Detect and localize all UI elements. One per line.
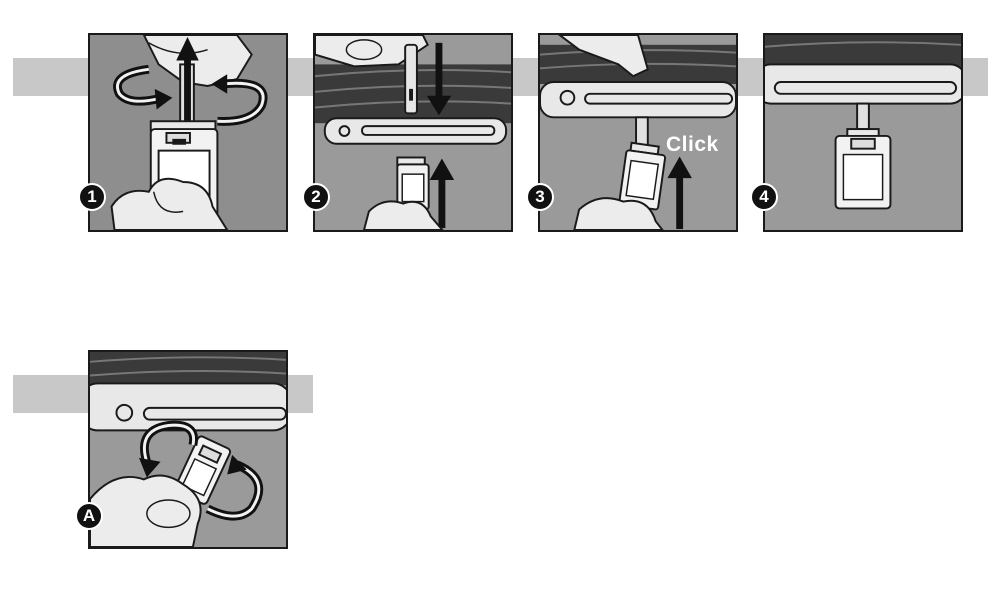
step-1-illustration	[110, 35, 268, 230]
step-2-illustration	[315, 35, 511, 230]
step-a-panel	[88, 350, 288, 549]
step-4-panel	[763, 33, 963, 232]
step-3-panel: Click	[538, 33, 738, 232]
click-label: Click	[666, 133, 719, 156]
step-a-illustration	[90, 352, 286, 547]
step-number-4: 4	[750, 183, 778, 211]
step-3-illustration	[540, 35, 736, 230]
step-1-panel: 1	[88, 33, 288, 232]
step-number-2: 2	[302, 183, 330, 211]
step-2-panel	[313, 33, 513, 232]
step-4-illustration	[765, 35, 961, 210]
step-number-3: 3	[526, 183, 554, 211]
step-number-a: A	[75, 502, 103, 530]
step-number-1: 1	[78, 183, 106, 211]
